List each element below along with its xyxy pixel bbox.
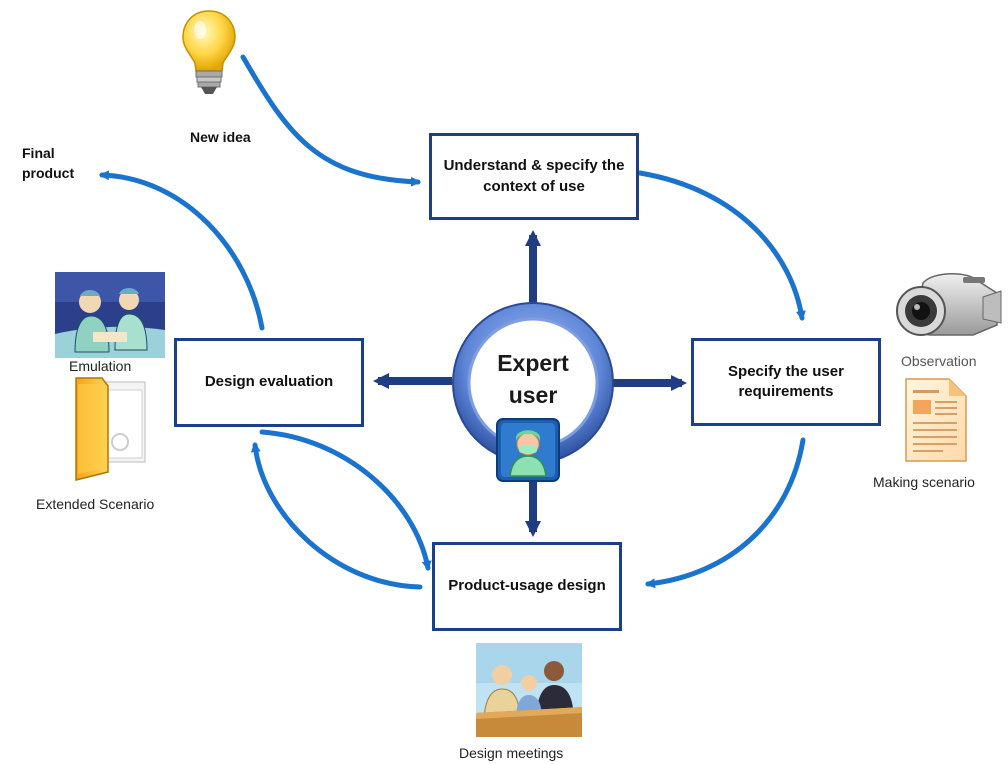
user-label: user [508, 382, 558, 408]
arrow-usage-to-evaluation [250, 442, 423, 590]
arrow-evaluation-to-final [99, 170, 265, 331]
arrow-evaluation-to-usage [259, 429, 432, 571]
folder-icon [75, 377, 146, 481]
surgery-picture-icon [55, 272, 165, 358]
box-understand-context-text: Understand & specify the context of use [443, 157, 625, 195]
final-product-label: Final product [22, 143, 92, 183]
final-product-text: Final product [22, 145, 75, 181]
document-icon [905, 378, 967, 462]
box-design-evaluation: Design evaluation [174, 338, 364, 427]
design-meetings-label: Design meetings [459, 745, 564, 761]
box-understand-context: Understand & specify the context of use [429, 133, 639, 220]
box-product-usage-design-text: Product-usage design [448, 577, 606, 595]
arrow-idea-to-context [240, 54, 421, 187]
camcorder-icon [896, 273, 1002, 336]
box-specify-requirements: Specify the user requirements [691, 338, 881, 426]
observation-label: Observation [901, 353, 977, 369]
box-specify-requirements-text: Specify the user requirements [728, 362, 844, 400]
emulation-label: Emulation [69, 358, 132, 374]
expert-user-ring [452, 302, 614, 464]
arrow-requirements-to-usage [645, 437, 806, 589]
arrow-context-to-requirements [637, 170, 806, 321]
lightbulb-icon [182, 10, 236, 94]
new-idea-label: New idea [190, 129, 251, 145]
box-product-usage-design: Product-usage design [432, 542, 622, 631]
box-design-evaluation-text: Design evaluation [204, 373, 334, 391]
expert-label: Expert [497, 350, 569, 376]
making-scenario-label: Making scenario [873, 474, 975, 490]
meeting-picture-icon [476, 643, 582, 737]
surgeon-icon [496, 418, 560, 482]
extended-scenario-label: Extended Scenario [36, 496, 155, 512]
